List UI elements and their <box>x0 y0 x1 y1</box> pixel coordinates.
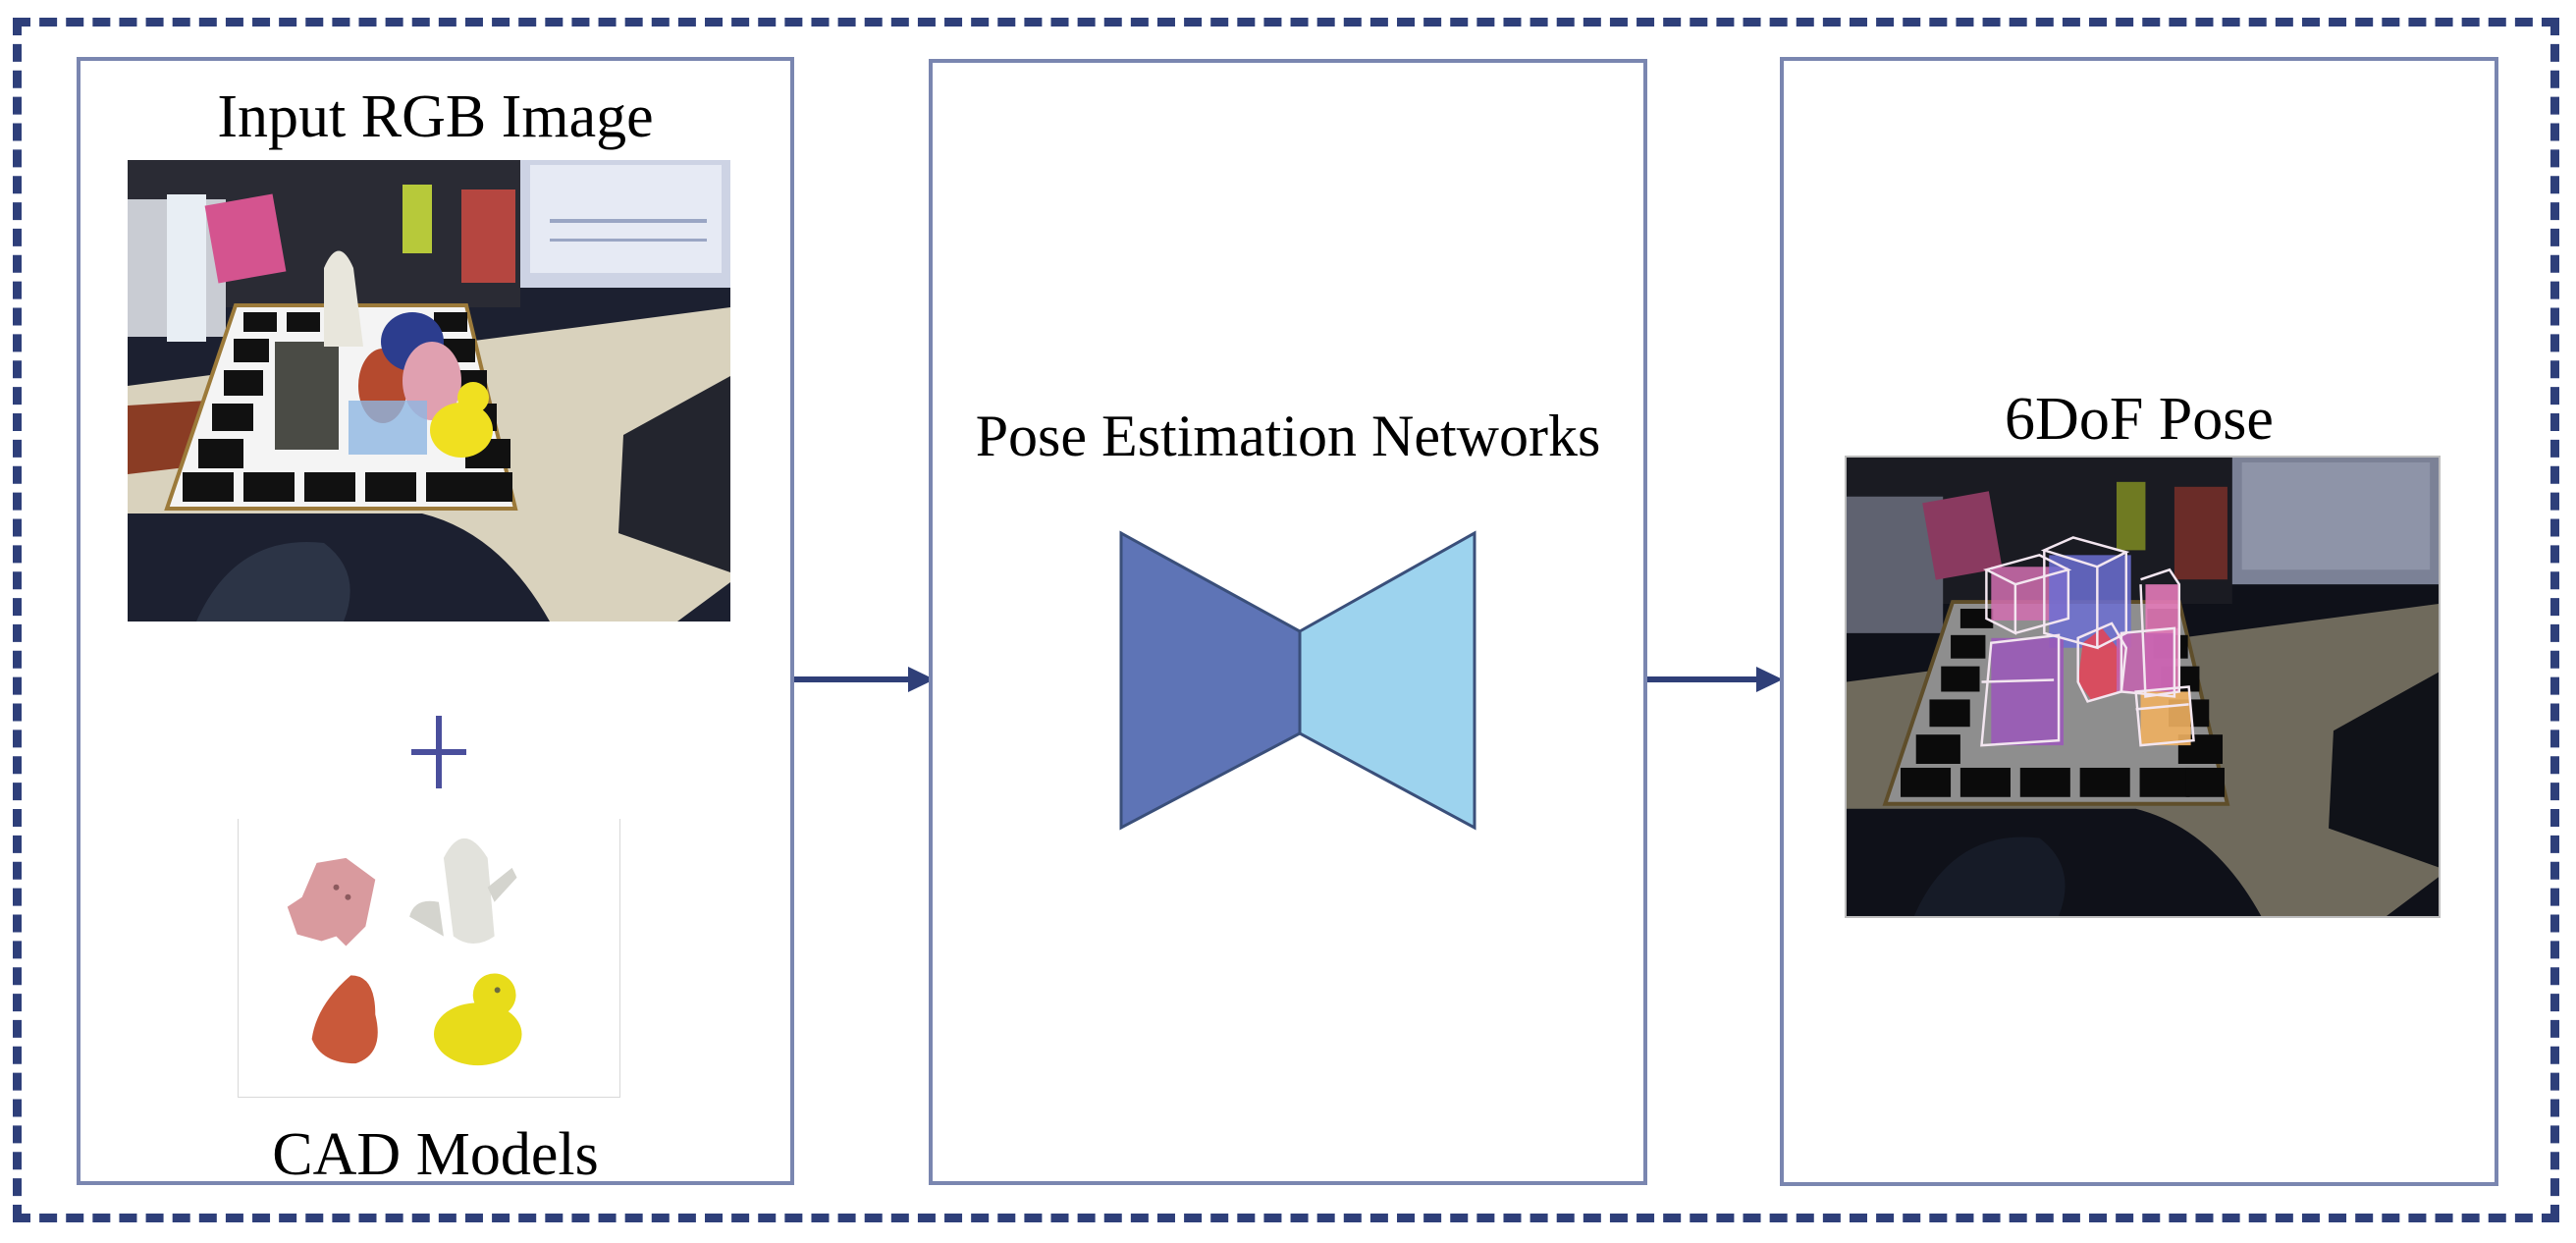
input-panel-title: Input RGB Image <box>217 83 654 150</box>
encoder-decoder-bowtie-icon <box>1119 530 1476 831</box>
outer-dashed-frame <box>13 18 2559 1222</box>
output-panel: 6DoF Pose <box>1780 57 2498 1186</box>
pose-result-image <box>1845 456 2441 918</box>
watering-can-model-icon <box>409 838 517 945</box>
plus-icon <box>411 716 466 788</box>
input-rgb-image <box>128 160 730 622</box>
arrow-right-icon <box>1647 667 1785 692</box>
output-panel-title: 6DoF Pose <box>2005 386 2274 453</box>
arrow-right-icon <box>794 667 935 692</box>
input-panel: Input RGB Image <box>77 57 794 1185</box>
cad-models-label: CAD Models <box>272 1121 599 1188</box>
cad-models-render-icon <box>239 819 619 1097</box>
network-panel-title: Pose Estimation Networks <box>975 404 1601 468</box>
cat-model-icon <box>287 857 376 946</box>
pose-overlay-photo-icon <box>1847 458 2439 916</box>
duck-model-icon <box>433 973 522 1066</box>
network-panel: Pose Estimation Networks <box>929 59 1647 1185</box>
desk-scene-photo-icon <box>128 160 730 622</box>
cad-models-image <box>238 819 620 1098</box>
ape-model-icon <box>311 975 378 1064</box>
